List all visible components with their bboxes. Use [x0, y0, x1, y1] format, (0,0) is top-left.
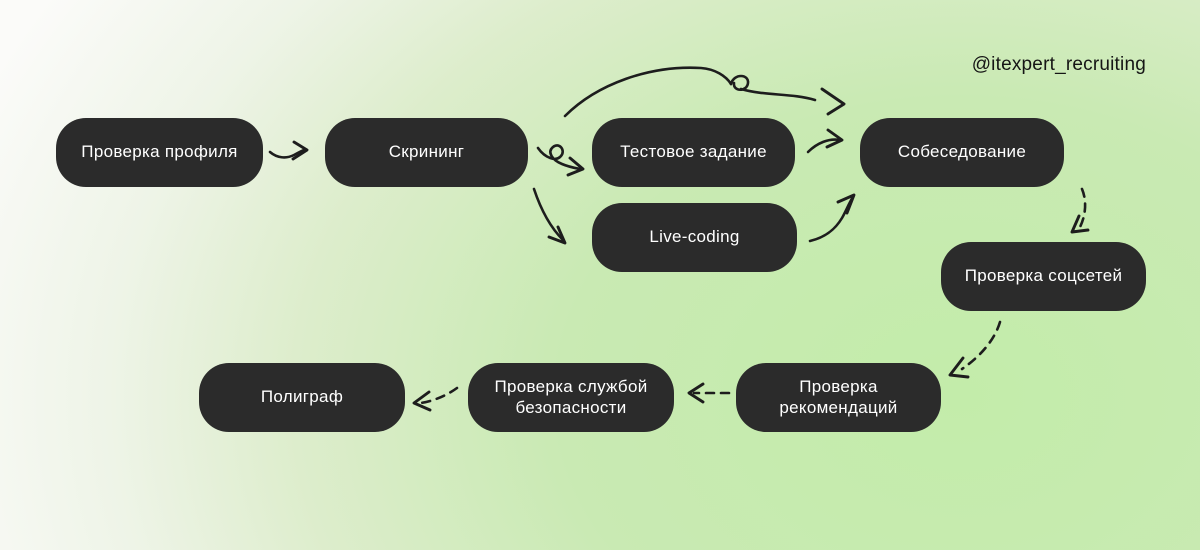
node-polygraph: Полиграф [199, 363, 405, 432]
node-interview-label: Собеседование [897, 142, 1027, 162]
node-polygraph-label: Полиграф [260, 387, 344, 407]
watermark-handle: @itexpert_recruiting [971, 54, 1146, 75]
arrow-profile-check-to-screening-icon [268, 140, 309, 161]
arrow-screening-to-test-task-icon [536, 144, 585, 177]
node-test-task-label: Тестовое задание [620, 142, 767, 162]
arrow-screening-to-interview-icon [563, 66, 846, 118]
node-security-check-label: Проверка службой безопасности [494, 376, 648, 417]
arrow-live-coding-to-interview-icon [808, 193, 856, 243]
arrow-social-check-to-recommendations-icon [948, 320, 1002, 379]
node-recommendations-check-label: Проверка рекомендаций [779, 376, 898, 417]
node-interview: Собеседование [860, 118, 1064, 187]
node-profile-check-label: Проверка профиля [81, 142, 238, 162]
node-social-check-label: Проверка соцсетей [964, 266, 1123, 286]
node-screening-label: Скрининг [388, 142, 465, 162]
arrow-security-to-polygraph-icon [412, 386, 459, 412]
arrow-screening-to-live-coding-icon [532, 187, 567, 245]
node-profile-check: Проверка профиля [56, 118, 263, 187]
node-live-coding-label: Live-coding [649, 227, 740, 247]
node-security-check: Проверка службой безопасности [468, 363, 674, 432]
node-test-task: Тестовое задание [592, 118, 795, 187]
node-screening: Скрининг [325, 118, 528, 187]
node-social-check: Проверка соцсетей [941, 242, 1146, 311]
arrow-interview-to-social-check-icon [1070, 187, 1090, 234]
node-live-coding: Live-coding [592, 203, 797, 272]
arrow-test-task-to-interview-icon [806, 128, 844, 154]
arrow-recommendations-to-security-icon [687, 382, 731, 404]
node-recommendations-check: Проверка рекомендаций [736, 363, 941, 432]
